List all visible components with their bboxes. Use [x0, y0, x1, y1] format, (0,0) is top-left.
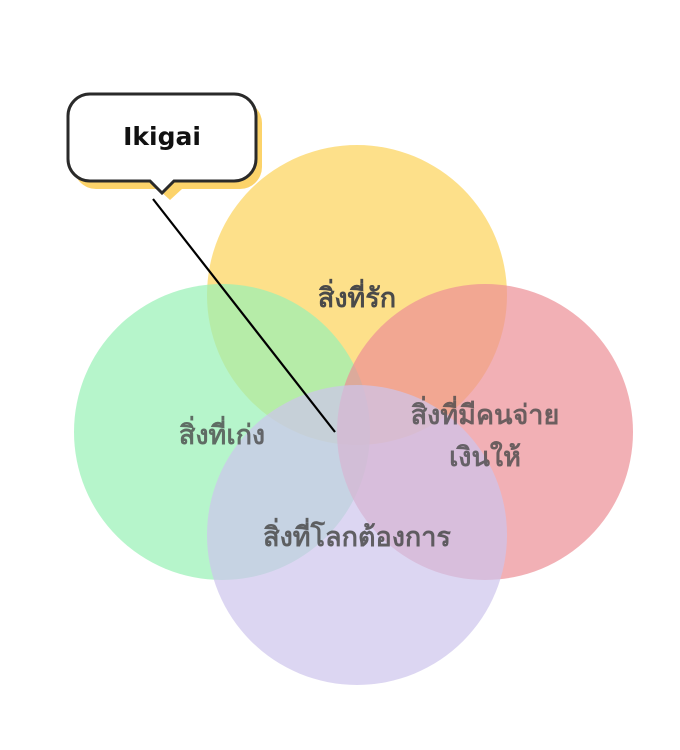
callout-bubble: Ikigai [66, 92, 262, 200]
circle-world-needs-shape [207, 385, 507, 685]
label-love: สิ่งที่รัก [318, 278, 396, 314]
callout-box [66, 92, 258, 196]
callout-pointer-line [152, 198, 336, 433]
label-paid-for-line1: สิ่งที่มีคนจ่าย [411, 395, 560, 431]
label-world-needs: สิ่งที่โลกต้องการ [263, 517, 451, 553]
labels-layer: สิ่งที่รัก สิ่งที่เก่ง สิ่งที่มีคนจ่าย เ… [179, 278, 559, 553]
label-good-at: สิ่งที่เก่ง [179, 415, 265, 451]
label-paid-for-line2: เงินให้ [449, 441, 521, 473]
circles-layer [74, 145, 633, 685]
callout-title: Ikigai [123, 122, 201, 151]
